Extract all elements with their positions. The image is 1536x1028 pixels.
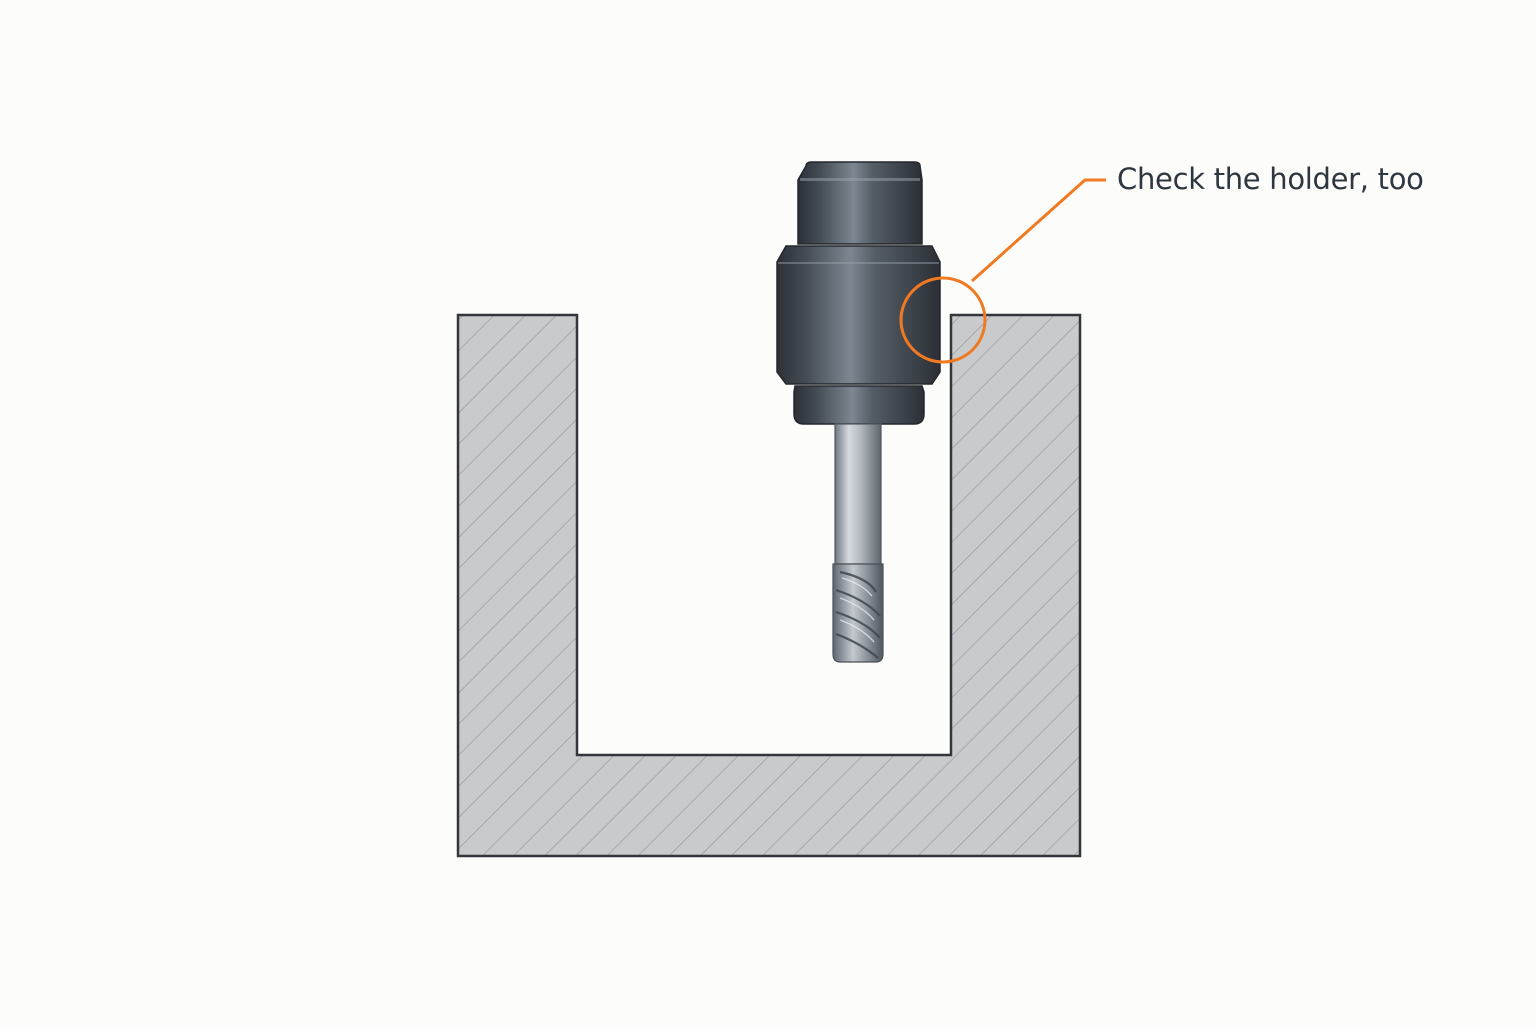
workpiece-pocket-icon [456,313,1082,858]
holder-nose [793,385,925,425]
end-mill-icon [832,423,884,663]
workpiece-hatching [456,313,1082,858]
tool-holder-icon [776,161,941,425]
holder-collar [776,245,941,385]
callout [899,178,1106,364]
callout-leader-line [971,178,1106,283]
callout-highlight-circle [899,276,987,364]
end-mill-shank [834,423,882,565]
holder-top-cylinder [797,161,923,245]
callout-label: Check the holder, too [1117,162,1424,196]
